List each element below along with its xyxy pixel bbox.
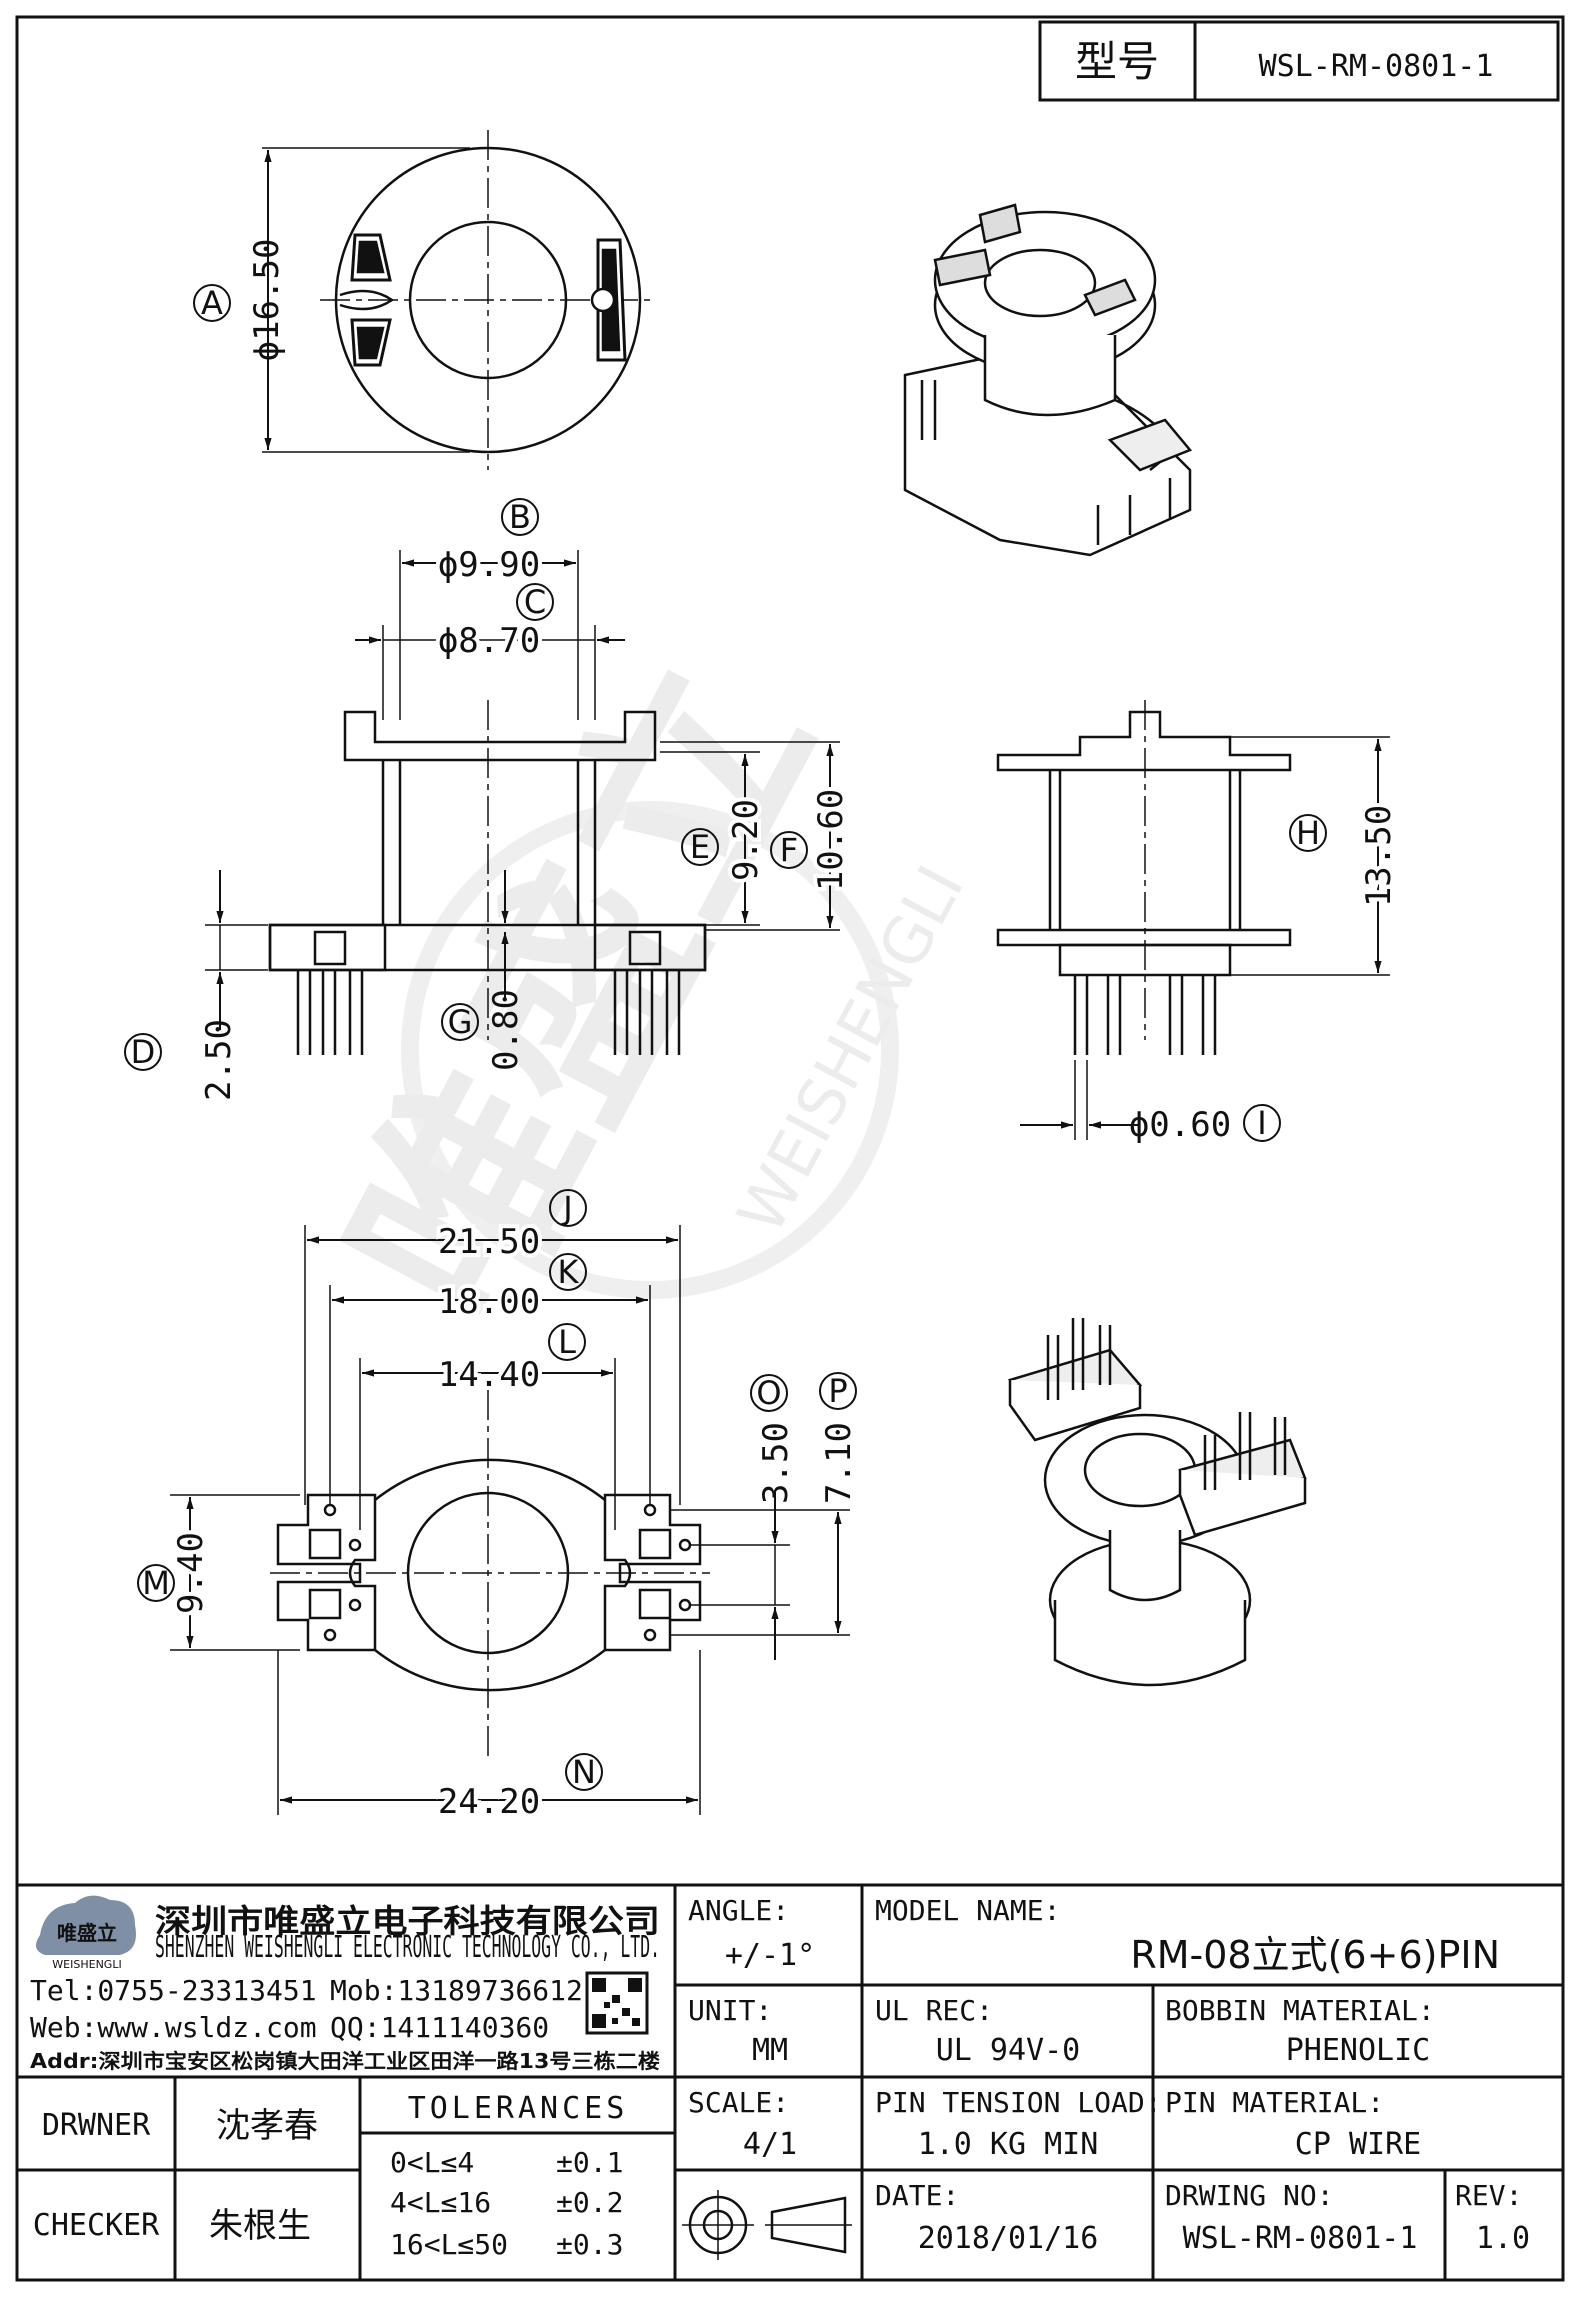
company-mob: Mob:13189736612: [330, 1974, 583, 2007]
date-value: 2018/01/16: [918, 2221, 1099, 2256]
dim-C-tag: C: [524, 583, 546, 621]
checker-label: CHECKER: [33, 2208, 160, 2243]
tolerances: TOLERANCES 0<L≤4 ±0.1 4<L≤16 ±0.2 16<L≤5…: [390, 2091, 629, 2261]
pin-material-value: CP WIRE: [1295, 2127, 1421, 2162]
tol-title: TOLERANCES: [408, 2091, 629, 2126]
front-view-dims: B ϕ9.90 C ϕ8.70 D 2.50 E 9.20 F 10.60 G …: [124, 498, 855, 1101]
dim-M-tag: M: [142, 1564, 170, 1602]
company-name-en: SHENZHEN WEISHENGLI ELECTRONIC TECHNOLOG…: [155, 1930, 660, 1965]
side-view: [996, 700, 1390, 1140]
front-view: [205, 550, 840, 1055]
side-view-dims: H 13.50 ϕ0.60 I: [1129, 801, 1403, 1145]
projection-symbol-icon: [682, 2190, 852, 2260]
dim-N-value: 24.20: [438, 1782, 540, 1822]
company-logo-icon: [36, 1895, 136, 1955]
dim-A-tag: A: [201, 284, 223, 322]
drawer-label: DRWNER: [42, 2108, 151, 2143]
tol-range-0: 0<L≤4: [390, 2146, 474, 2179]
dim-I-value: ϕ0.60: [1129, 1105, 1231, 1145]
scale-value: 4/1: [743, 2127, 797, 2162]
rev-label: REV:: [1455, 2179, 1522, 2212]
drawing-no-label: DRWING NO:: [1165, 2179, 1334, 2212]
dim-P-value: 7.10: [819, 1422, 859, 1504]
bobbin-value: PHENOLIC: [1286, 2033, 1431, 2068]
model-name-value: RM-08立式(6+6)PIN: [1130, 1933, 1500, 1977]
unit-label: UNIT:: [688, 1994, 772, 2027]
title-block: [17, 1883, 1563, 2280]
model-header-label: 型号: [1075, 37, 1159, 86]
dim-A-value: ϕ16.50: [247, 239, 287, 362]
dim-D-value: 2.50: [199, 1019, 239, 1101]
dim-C-value: ϕ8.70: [438, 621, 540, 661]
checker-value: 朱根生: [209, 2206, 311, 2246]
drawing-no-value: WSL-RM-0801-1: [1183, 2221, 1418, 2256]
date-label: DATE:: [875, 2179, 959, 2212]
dim-F-value: 10.60: [811, 789, 851, 891]
company-logo-text: 唯盛立: [57, 1921, 117, 1945]
bottom-view-dims: J 21.50 K 18.00 L 14.40 M 9.40 N 24.20 O…: [137, 1189, 859, 1826]
tol-range-2: 16<L≤50: [390, 2228, 508, 2261]
company-name-cn: 深圳市唯盛立电子科技有限公司: [155, 1902, 660, 1940]
company-web: Web:www.wsldz.com: [30, 2011, 317, 2044]
model-name-label: MODEL NAME:: [875, 1894, 1060, 1927]
dim-K-value: 18.00: [438, 1282, 540, 1322]
model-header: 型号 WSL-RM-0801-1: [1038, 20, 1560, 102]
sheet-border: [15, 15, 1565, 2282]
dim-E-value: 9.20: [726, 799, 766, 881]
qr-code-icon: [585, 1971, 649, 2035]
dim-E-tag: E: [690, 828, 710, 866]
company-info: 唯盛立 WEISHENGLI 深圳市唯盛立电子科技有限公司 SHENZHEN W…: [30, 1895, 660, 2073]
angle-unit-scale: ANGLE: +/-1° UNIT: MM SCALE: 4/1: [682, 1894, 852, 2260]
dim-G-tag: G: [448, 1003, 473, 1041]
dim-K-tag: K: [558, 1253, 580, 1291]
pin-material-label: PIN MATERIAL:: [1165, 2086, 1384, 2119]
dim-A: A ϕ16.50: [193, 239, 287, 362]
tol-value-2: ±0.3: [556, 2228, 623, 2261]
scale-label: SCALE:: [688, 2086, 789, 2119]
dim-O-value: 3.50: [756, 1422, 796, 1504]
model-header-value: WSL-RM-0801-1: [1259, 49, 1494, 84]
tol-range-1: 4<L≤16: [390, 2186, 491, 2219]
tol-value-1: ±0.2: [556, 2186, 623, 2219]
rev-value: 1.0: [1476, 2221, 1530, 2256]
dim-P-tag: P: [828, 1372, 847, 1410]
dim-D-tag: D: [131, 1033, 156, 1071]
company-logo-sub: WEISHENGLI: [52, 1958, 121, 1971]
dim-B-value: ϕ9.90: [438, 545, 540, 585]
unit-value: MM: [752, 2033, 788, 2068]
dim-L-tag: L: [558, 1323, 576, 1361]
ul-value: UL 94V-0: [936, 2033, 1081, 2068]
dim-G-value: 0.80: [486, 989, 526, 1071]
dim-O-tag: O: [756, 1374, 781, 1412]
drawer-value: 沈孝春: [216, 2106, 318, 2146]
dim-M-value: 9.40: [171, 1532, 211, 1614]
bottom-view: [170, 1225, 850, 1815]
dim-N-tag: N: [572, 1753, 596, 1791]
isometric-view-top: [903, 203, 1193, 557]
angle-label: ANGLE:: [688, 1894, 789, 1927]
dim-H-value: 13.50: [1359, 805, 1399, 907]
signatures: DRWNER 沈孝春 CHECKER 朱根生: [33, 2106, 318, 2246]
dim-J-value: 21.50: [438, 1222, 540, 1262]
tol-value-0: ±0.1: [556, 2146, 623, 2179]
spec-fields: MODEL NAME: RM-08立式(6+6)PIN UL REC: UL 9…: [875, 1894, 1530, 2256]
pin-tension-label: PIN TENSION LOAD:: [875, 2086, 1162, 2119]
dim-J-tag: J: [561, 1189, 572, 1227]
pin-tension-value: 1.0 KG MIN: [918, 2127, 1099, 2162]
dim-F-tag: F: [780, 831, 798, 869]
ul-label: UL REC:: [875, 1994, 993, 2027]
company-tel: Tel:0755-23313451: [30, 1974, 317, 2007]
bobbin-label: BOBBIN MATERIAL:: [1165, 1994, 1435, 2027]
angle-value: +/-1°: [725, 1938, 815, 1973]
dim-L-value: 14.40: [438, 1355, 540, 1395]
dim-I-tag: I: [1257, 1104, 1266, 1142]
top-view: [262, 130, 655, 470]
company-qq: QQ:1411140360: [330, 2011, 549, 2044]
dim-B-tag: B: [509, 498, 531, 536]
isometric-view-bottom: [1008, 1318, 1307, 1687]
company-address: Addr:深圳市宝安区松岗镇大田洋工业区田洋一路13号三栋二楼: [30, 2049, 660, 2073]
dim-H-tag: H: [1296, 814, 1320, 852]
